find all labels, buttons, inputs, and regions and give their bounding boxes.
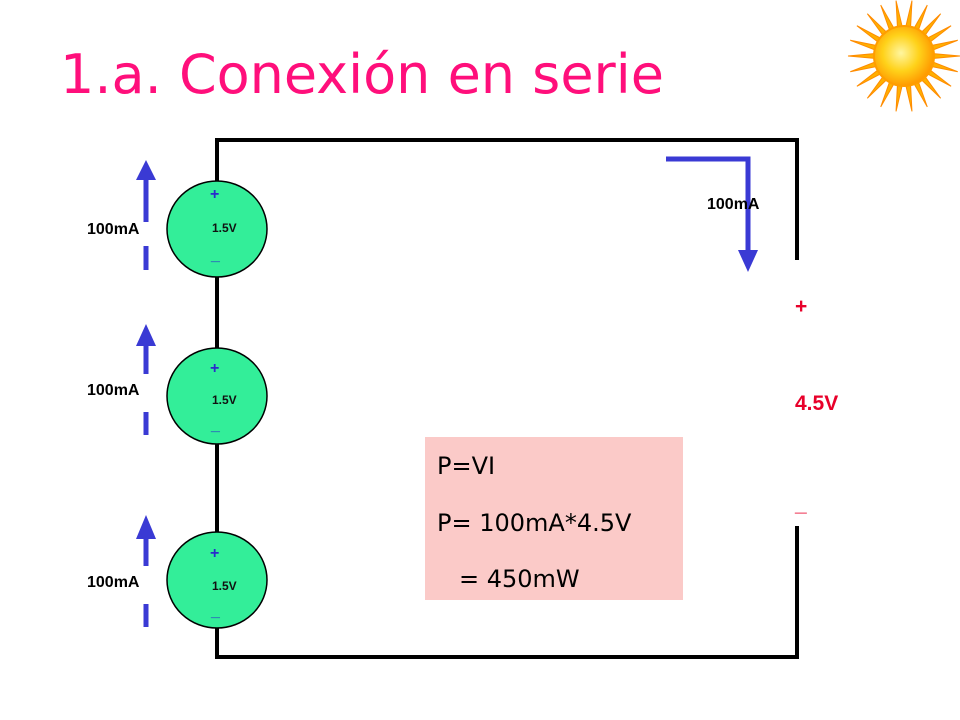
battery-1-minus: _ [211,247,220,264]
battery-2-minus: _ [211,417,220,434]
battery-2-voltage: 1.5V [212,393,237,407]
battery-3-plus: + [210,545,220,562]
current-arrow-icon [136,324,156,435]
battery-2-plus: + [210,360,220,377]
circuit-wire-top [215,138,799,302]
output-current: 100mA [707,196,760,213]
current-arrow-icon [136,160,156,270]
battery-3-current: 100mA [87,574,140,591]
circuit-wire-bottom [215,526,799,659]
battery-icon [166,347,268,445]
current-arrow-icon [666,156,758,272]
battery-3 [166,531,268,629]
battery-1-current: 100mA [87,221,140,238]
output-plus: + [795,295,808,318]
battery-1-voltage: 1.5V [212,221,237,235]
slide-title: 1.a. Conexión en serie [60,43,664,106]
formula-line-2: P= 100mA*4.5V [437,509,632,537]
battery-2 [166,347,268,445]
power-formula-box: P=VI P= 100mA*4.5V = 450mW [425,437,683,600]
battery-1-plus: + [210,186,220,203]
sun-icon [847,0,960,112]
battery-3-minus: _ [211,603,220,620]
battery-icon [166,180,268,278]
battery-1 [166,180,268,278]
formula-line-3: = 450mW [459,565,580,593]
output-voltage: 4.5V [795,392,839,415]
output-minus: _ [795,493,807,516]
current-arrow-icon [136,515,156,627]
battery-3-voltage: 1.5V [212,579,237,593]
formula-line-1: P=VI [437,452,496,480]
battery-icon [166,531,268,629]
battery-2-current: 100mA [87,382,140,399]
